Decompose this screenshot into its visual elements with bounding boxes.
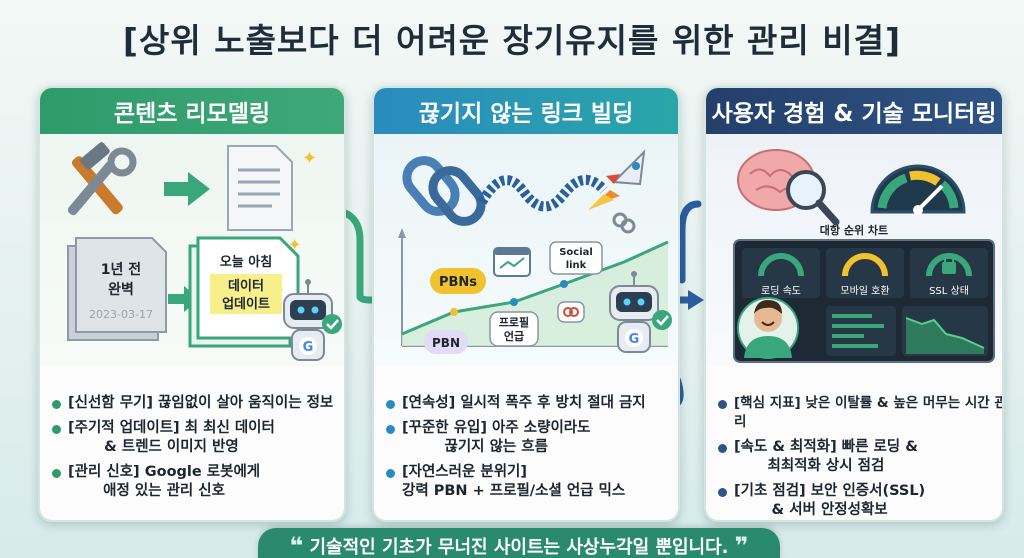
old-document: 1년 전 완벽 2023-03-17 [67, 237, 167, 341]
card-heading: 끊기지 않는 링크 빌딩 [374, 88, 678, 134]
check-icon [322, 314, 342, 334]
new-doc-line3: 업데이트 [222, 296, 270, 312]
browser-icon [493, 247, 531, 277]
svg-text:Social: Social [559, 247, 593, 258]
footer-quote-banner: ❝ 기술적인 기초가 무너진 사이트는 사상누각일 뿐입니다. ❞ [258, 528, 780, 558]
google-icon: G [625, 329, 643, 347]
chain-link-icon [612, 212, 636, 234]
card-heading: 사용자 경험 & 기술 모니터링 [706, 88, 1002, 134]
svg-text:PBNs: PBNs [439, 275, 477, 290]
gauge-label-mobile: 모바일 호환 [840, 285, 889, 297]
bullet-item: [주기적 업데이트] 최 최신 데이터& 트렌드 이미지 반영 [52, 419, 342, 457]
updated-document: 오늘 아침 데이터 업데이트 [188, 236, 300, 348]
social-link-badge: Social link [549, 241, 603, 275]
card-content-remodeling: 콘텐츠 리모델링 ✦ [38, 86, 346, 522]
user-avatar-icon [737, 297, 799, 359]
google-icon: G [299, 337, 317, 355]
bullet-item: [핵심 지표] 낮은 이탈률 & 높은 머무는 시간 관리 [718, 394, 1002, 432]
quote-open-icon: ❝ [289, 532, 304, 558]
new-doc-line1: 오늘 아침 [220, 254, 272, 270]
card-illustration: PBNs PBN 프로필 언급 Social link [374, 134, 678, 366]
svg-text:PBN: PBN [432, 336, 460, 350]
pbn-badge: PBN [424, 330, 468, 354]
sparkle-icon: ✦ [302, 148, 317, 169]
bullet-list: [신선함 무기] 끊임없이 살아 움직이는 정보 [주기적 업데이트] 최 최신… [52, 394, 342, 507]
check-icon [652, 310, 672, 330]
bullet-list: [연속성] 일시적 폭주 후 방치 절대 금지 [꾸준한 유입] 아주 소량이라… [386, 394, 676, 507]
chain-path [477, 175, 608, 212]
chain-link-icon [557, 301, 585, 323]
gauge-label-loading: 로딩 속도 [761, 285, 801, 297]
bullet-item: [속도 & 최적화] 빠른 로딩 &최최적화 상시 점검 [718, 438, 1002, 476]
bullet-item: [자연스러운 분위기]강력 PBN + 프로필/소셜 언급 믹스 [386, 463, 676, 501]
card-heading: 콘텐츠 리모델링 [40, 88, 344, 134]
old-doc-line2: 완벽 [108, 281, 134, 298]
robot-icon [609, 271, 659, 353]
card-illustration: 대항 순위 차트 로딩 속도 모바일 호환 SSL 상태 [706, 134, 1002, 366]
page-title: [상위 노출보다 더 어려운 장기유지를 위한 관리 비결] [122, 21, 902, 60]
lock-icon [942, 253, 956, 274]
arrow-right-icon [164, 172, 210, 206]
svg-text:link: link [566, 260, 587, 271]
svg-text:G: G [629, 332, 640, 347]
svg-text:프로필: 프로필 [499, 315, 529, 329]
tools-icon [67, 142, 137, 216]
speedometer-icon [870, 164, 966, 215]
gauge-label-ssl: SSL 상태 [929, 285, 969, 297]
document-icon [227, 145, 293, 231]
bullet-item: [신선함 무기] 끊임없이 살아 움직이는 정보 [52, 394, 342, 413]
profile-badge: 프로필 언급 [489, 311, 539, 347]
new-doc-line2: 데이터 [228, 278, 264, 294]
card-ux-monitoring: 사용자 경험 & 기술 모니터링 대항 순위 차트 [704, 86, 1004, 522]
dashboard: 로딩 속도 모바일 호환 SSL 상태 [733, 239, 995, 363]
svg-text:언급: 언급 [504, 330, 524, 343]
bullet-item: [기초 점검] 보안 인증서(SSL)& 서버 안정성확보 [718, 482, 1002, 520]
old-doc-date: 2023-03-17 [89, 308, 153, 321]
sparkle-icon: ✦ [288, 235, 301, 254]
pbns-badge: PBNs [430, 268, 486, 294]
svg-text:G: G [303, 340, 314, 355]
card-link-building: 끊기지 않는 링크 빌딩 [372, 86, 680, 522]
bullet-list: [핵심 지표] 낮은 이탈률 & 높은 머무는 시간 관리 [속도 & 최적화]… [718, 394, 1002, 520]
bullet-item: [연속성] 일시적 폭주 후 방치 절대 금지 [386, 394, 676, 413]
magnifier-icon [786, 170, 840, 226]
quote-close-icon: ❞ [734, 532, 749, 558]
footer-quote: 기술적인 기초가 무너진 사이트는 사상누각일 뿐입니다. [309, 537, 729, 558]
card-illustration: ✦ 1년 전 완벽 2023-03-17 오늘 아침 데이터 업데이트 [40, 134, 344, 366]
rocket-icon [588, 149, 646, 210]
dashboard-title: 대항 순위 차트 [820, 223, 888, 237]
old-doc-line1: 1년 전 [101, 261, 141, 278]
chain-link-icon [402, 156, 486, 226]
